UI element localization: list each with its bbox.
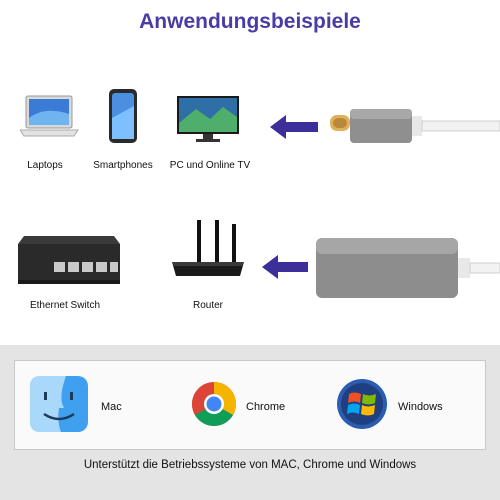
windows-icon <box>337 379 387 429</box>
smartphones-label: Smartphones <box>93 160 153 171</box>
laptop-icon <box>20 95 79 137</box>
ethernet-switch-label: Ethernet Switch <box>29 300 101 311</box>
router-label: Router <box>192 300 223 311</box>
pc-tv-label: PC und Online TV <box>169 160 251 171</box>
arrow-left-icon <box>270 115 318 139</box>
chrome-icon <box>192 382 236 426</box>
arrow-left-icon <box>262 255 308 279</box>
os-support-box <box>14 360 486 450</box>
mac-label: Mac <box>101 401 122 413</box>
mac-finder-icon <box>30 376 88 432</box>
smartphone-icon <box>109 89 137 143</box>
windows-label: Windows <box>398 401 443 413</box>
tv-icon <box>177 96 239 142</box>
adapter-icon <box>316 238 500 298</box>
usb-c-cable-icon <box>330 109 500 143</box>
footer-text: Unterstützt die Betriebssysteme von MAC,… <box>83 459 417 471</box>
router-icon <box>172 220 244 276</box>
ethernet-switch-icon <box>18 236 120 284</box>
page-title: Anwendungsbeispiele <box>139 10 361 33</box>
chrome-label: Chrome <box>246 401 286 413</box>
laptops-label: Laptops <box>27 160 63 171</box>
